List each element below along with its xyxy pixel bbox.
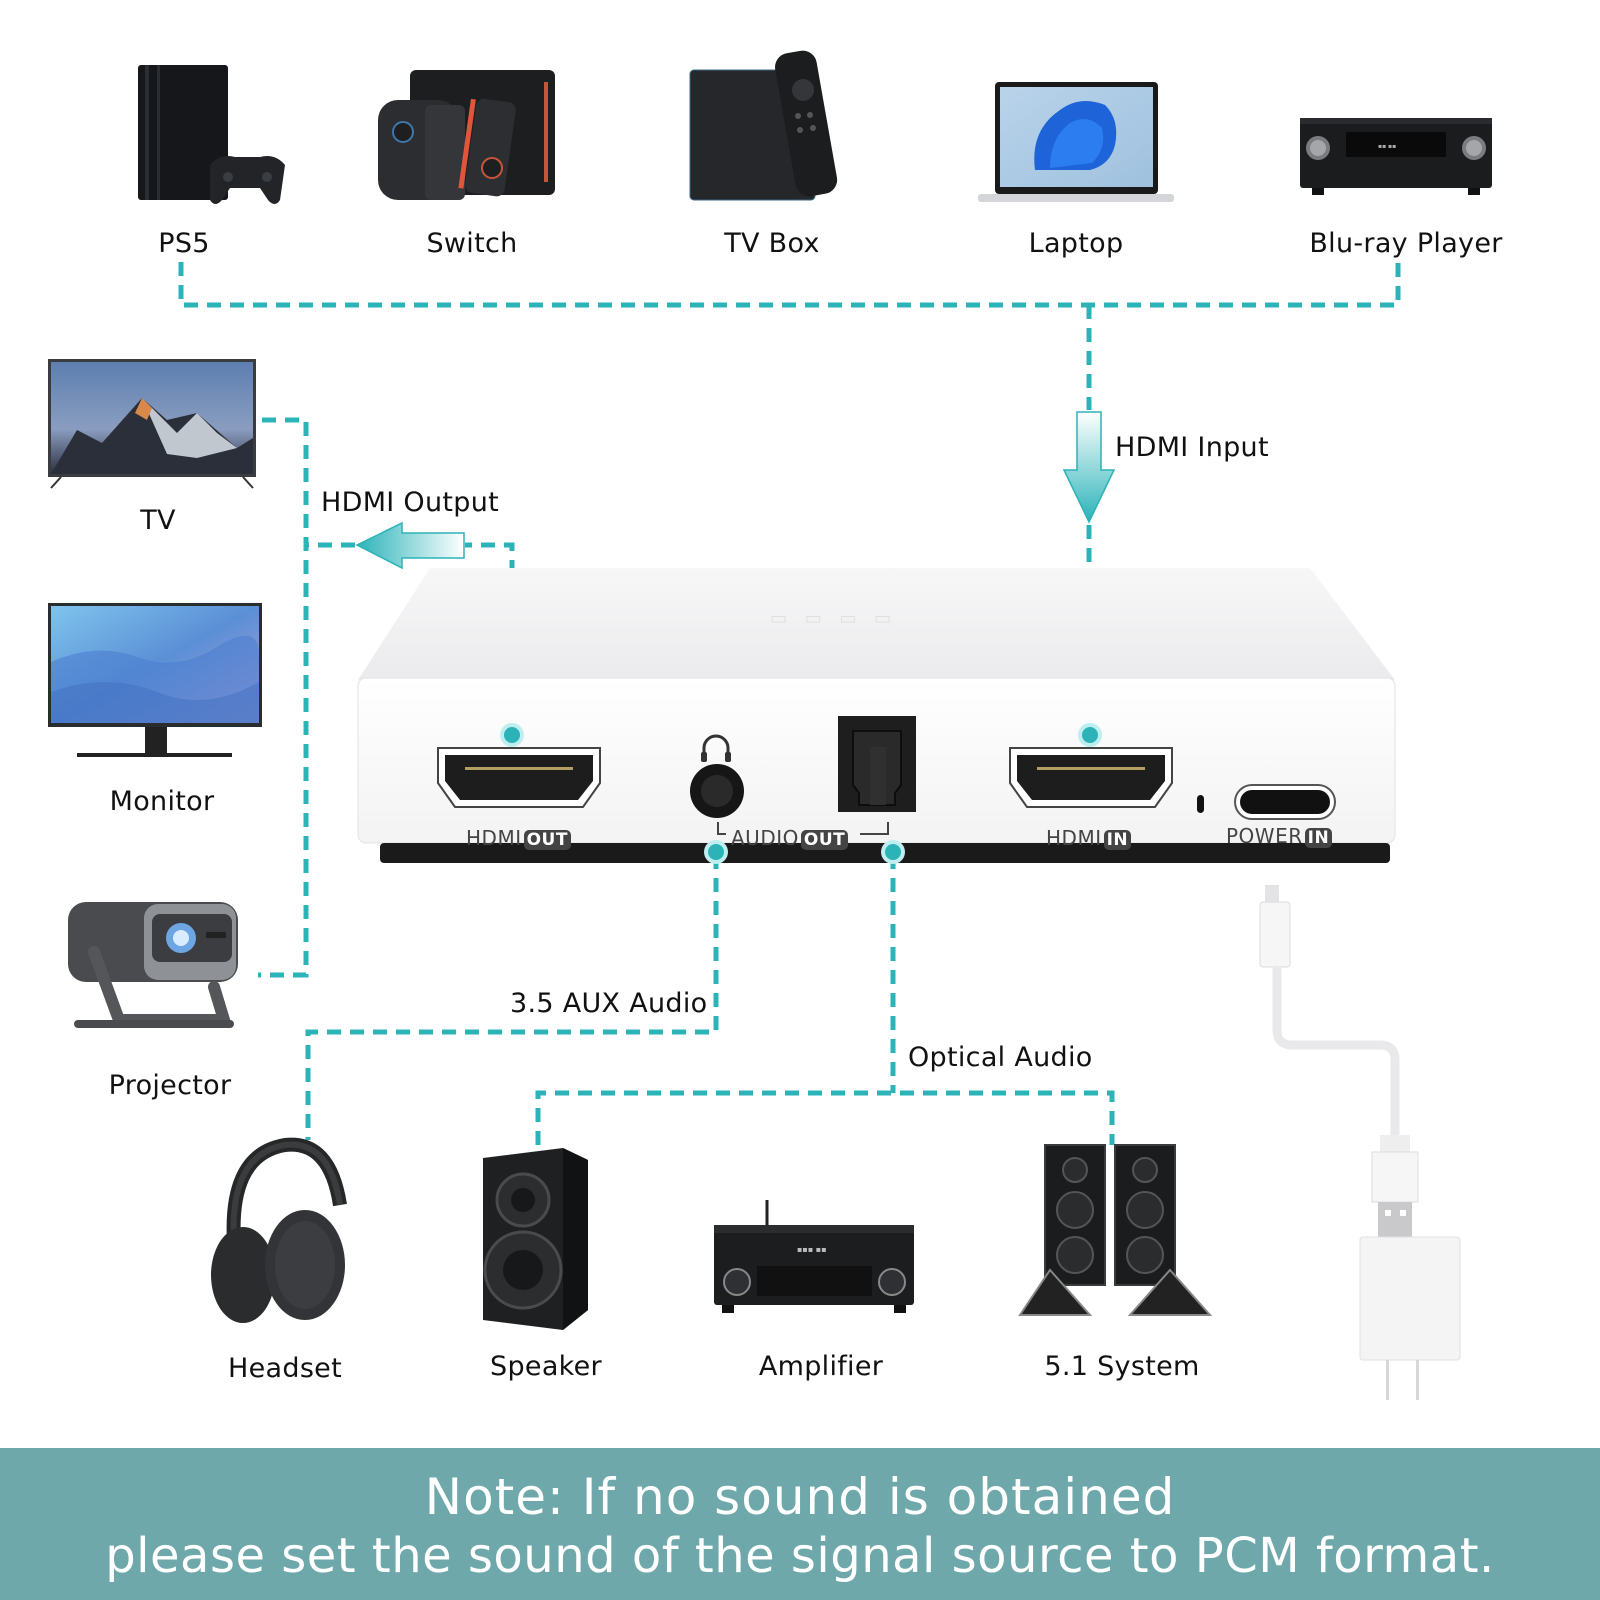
hdmi-out-badge: OUT bbox=[523, 830, 571, 850]
hdmi-in-text: HDMI bbox=[1046, 826, 1102, 850]
audio-out-bracket bbox=[717, 822, 889, 835]
note-banner: Note: If no sound is obtained please set… bbox=[0, 1448, 1600, 1600]
aux-jack-port bbox=[690, 764, 744, 818]
hdmi-out-text: HDMI bbox=[466, 826, 522, 850]
headphone-icon bbox=[701, 734, 731, 762]
audio-out-text: AUDIO bbox=[731, 826, 799, 850]
optical-bus-line bbox=[535, 1090, 1115, 1145]
hdmi-input-label: HDMI Input bbox=[1115, 432, 1269, 463]
audio-device-label: Headset bbox=[228, 1353, 342, 1384]
audio-device-label: Amplifier bbox=[758, 1351, 884, 1382]
note-line-1: Note: If no sound is obtained bbox=[424, 1468, 1176, 1526]
display-label: Monitor bbox=[109, 786, 215, 817]
hdmi-input-arrow bbox=[1062, 411, 1116, 524]
audio-out-badge: OUT bbox=[800, 830, 849, 850]
laptop-icon bbox=[978, 82, 1174, 202]
headset-icon bbox=[211, 1137, 347, 1323]
ps5-console-icon bbox=[138, 65, 285, 204]
port-dots bbox=[500, 723, 1102, 864]
audio-device-label: 5.1 System bbox=[1044, 1351, 1200, 1382]
hdmi-output-arrow bbox=[355, 521, 465, 570]
switch-console-icon bbox=[378, 70, 555, 200]
source-label: TV Box bbox=[724, 228, 820, 259]
status-led bbox=[1197, 795, 1204, 813]
display-bus-line bbox=[258, 417, 309, 978]
hdmi-in-port bbox=[1009, 747, 1173, 808]
hdmi-in-badge: IN bbox=[1103, 830, 1132, 850]
source-label: PS5 bbox=[158, 228, 210, 259]
aux-audio-label: 3.5 AUX Audio bbox=[510, 988, 708, 1019]
source-label: Switch bbox=[426, 228, 518, 259]
power-in-text: POWER bbox=[1226, 824, 1303, 848]
note-line-2: please set the sound of the signal sourc… bbox=[105, 1528, 1495, 1584]
svg-text:▪▪ ▪▪: ▪▪ ▪▪ bbox=[1378, 143, 1396, 150]
optical-port bbox=[838, 716, 916, 812]
usb-c-port bbox=[1234, 784, 1336, 820]
speaker-icon bbox=[483, 1148, 588, 1330]
hdmi-output-label: HDMI Output bbox=[321, 487, 500, 518]
audio-device-label: Speaker bbox=[490, 1351, 602, 1382]
blu-ray-player-icon: ▪▪ ▪▪ bbox=[1300, 118, 1492, 195]
display-label: Projector bbox=[108, 1070, 232, 1101]
optical-audio-label: Optical Audio bbox=[908, 1042, 1093, 1073]
power-in-badge: IN bbox=[1304, 828, 1333, 848]
svg-text:▪▪▪ ▪▪: ▪▪▪ ▪▪ bbox=[797, 1245, 827, 1254]
surround-system-icon bbox=[1018, 1144, 1213, 1316]
amplifier-icon: ▪▪▪ ▪▪ bbox=[714, 1200, 914, 1313]
tv-icon bbox=[48, 359, 256, 489]
source-bus-line bbox=[178, 262, 1401, 308]
display-label: TV bbox=[140, 505, 176, 536]
hdmi-output-line bbox=[465, 542, 515, 735]
source-label: Blu-ray Player bbox=[1309, 228, 1503, 259]
power-adapter-icon bbox=[1259, 885, 1461, 1400]
source-label: Laptop bbox=[1028, 228, 1124, 259]
hdmi-out-port bbox=[437, 747, 601, 808]
monitor-icon bbox=[48, 603, 262, 757]
projector-icon bbox=[68, 902, 238, 1028]
tv-box-icon bbox=[689, 50, 838, 201]
device-logo: ▭ ▭ ▭ ▭ bbox=[770, 608, 898, 629]
aux-audio-line bbox=[305, 855, 719, 1140]
